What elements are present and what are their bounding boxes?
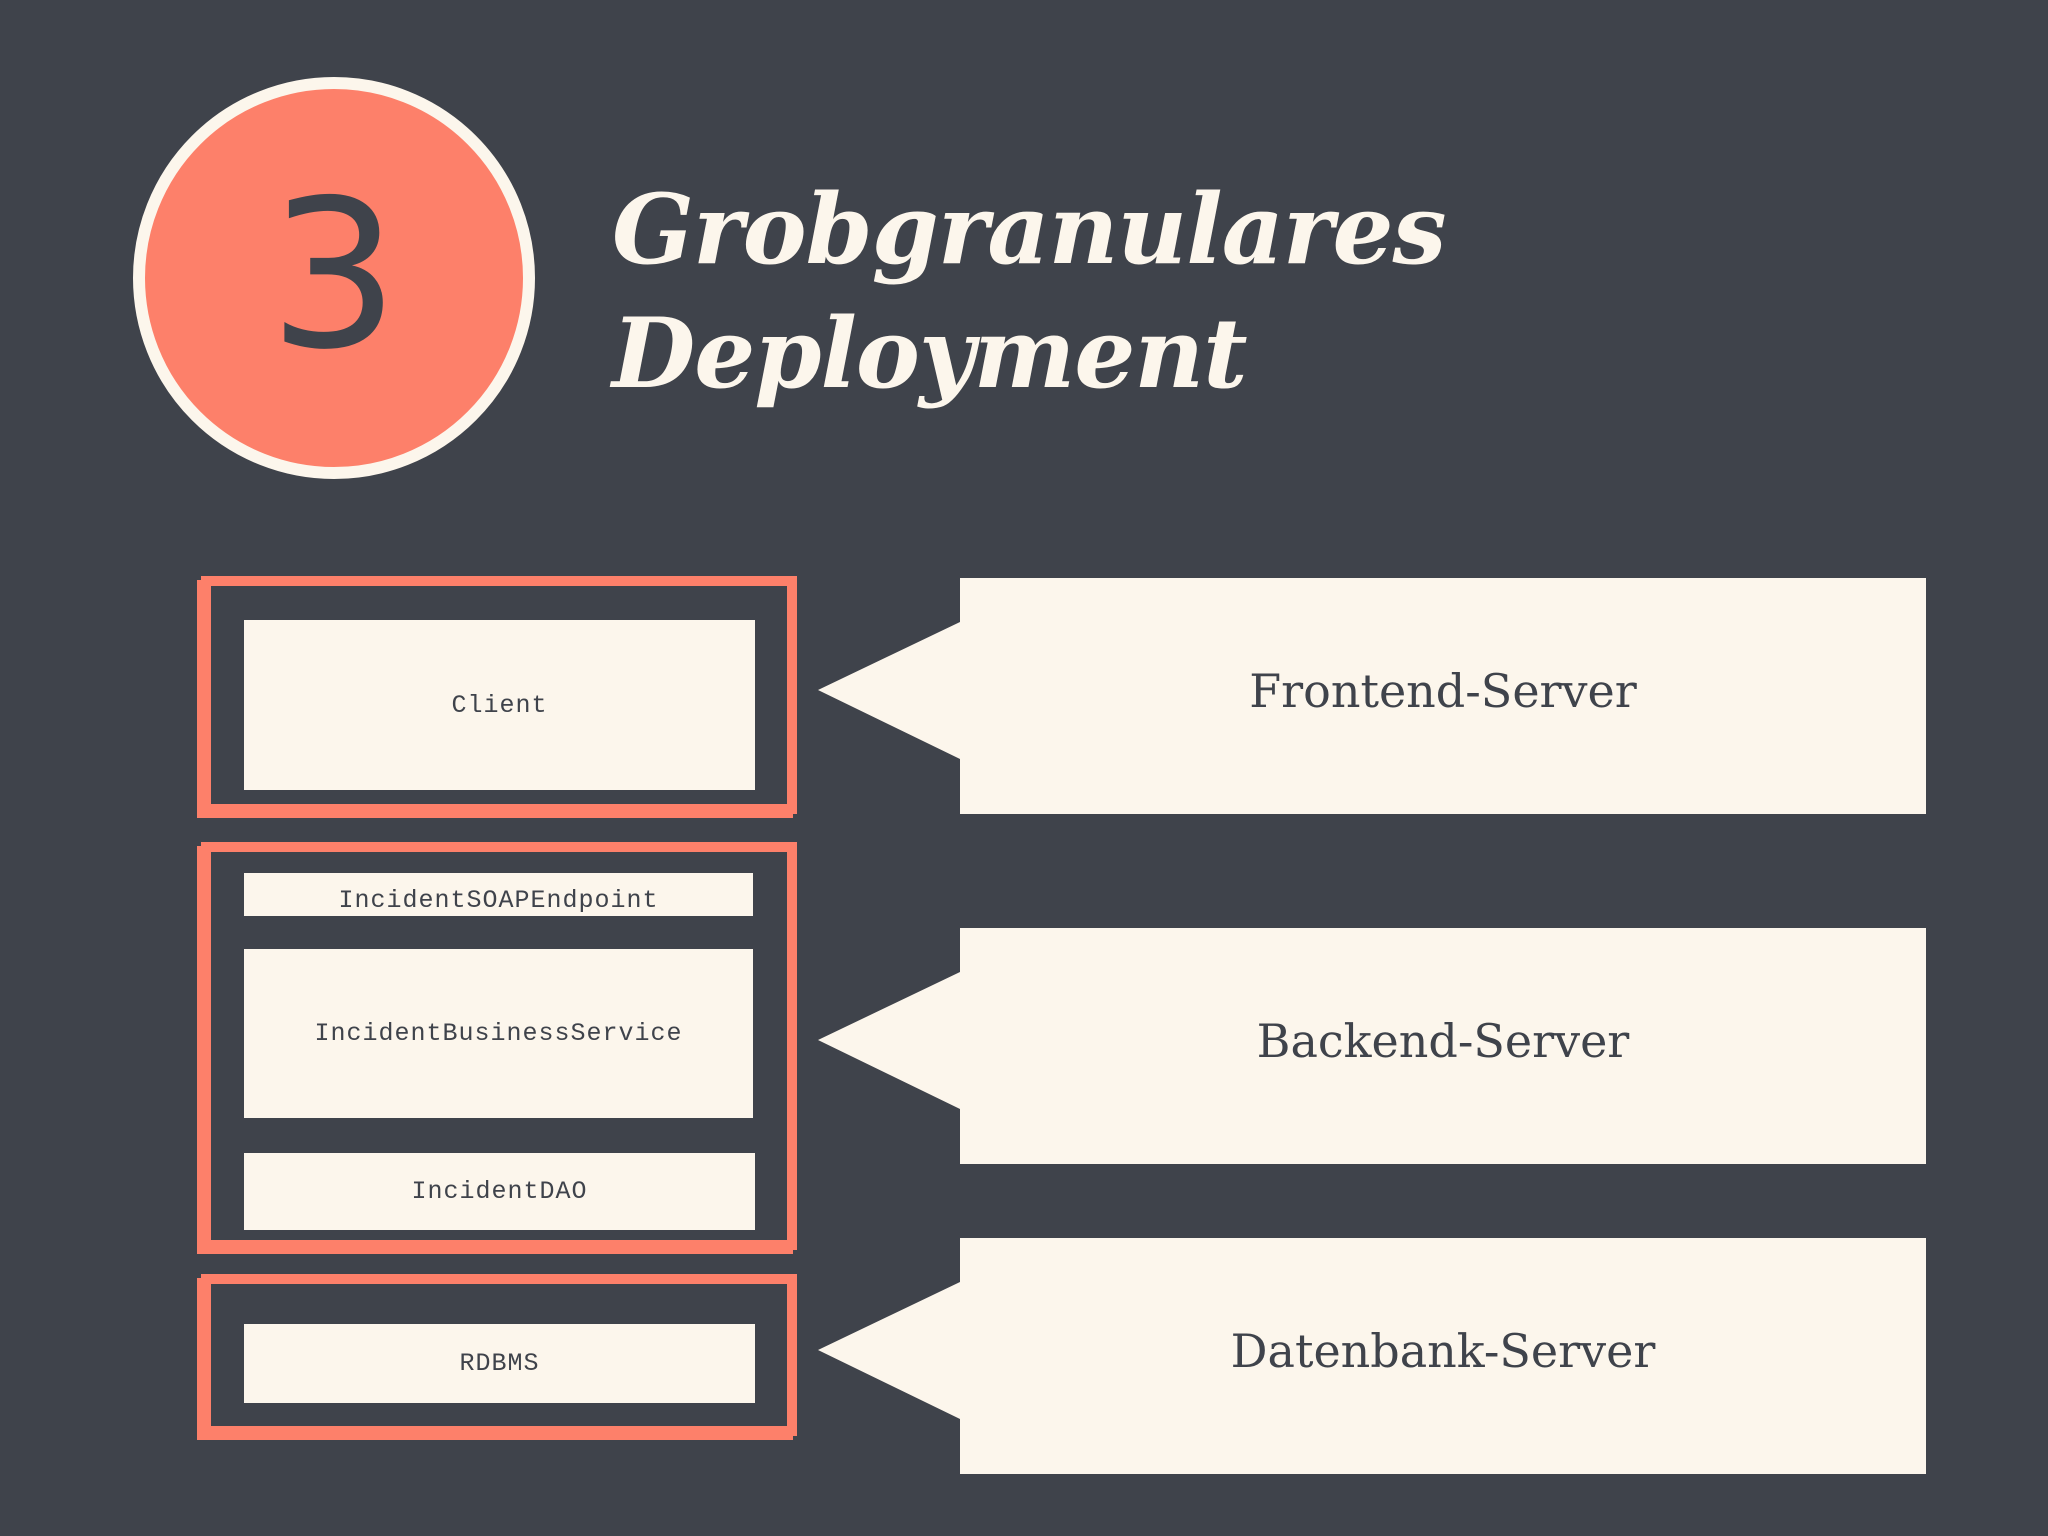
backend-server-group: IncidentSOAPEndpoint IncidentBusinessSer… [201, 842, 797, 1250]
backend-server-callout [818, 928, 1926, 1164]
frontend-server-group: Client [201, 576, 797, 814]
component-rdbms: RDBMS [244, 1324, 755, 1403]
frontend-server-label: Frontend-Server [1249, 664, 1637, 718]
component-incident-soap-endpoint: IncidentSOAPEndpoint [244, 873, 753, 916]
database-server-label: Datenbank-Server [1230, 1324, 1656, 1378]
slide-title-line-2: Deployment [612, 297, 1248, 410]
step-number: 3 [268, 156, 400, 395]
component-incident-dao: IncidentDAO [244, 1153, 755, 1230]
backend-server-label: Backend-Server [1256, 1014, 1630, 1068]
component-client: Client [244, 620, 755, 790]
slide-title-line-1: Grobgranulares [612, 173, 1447, 286]
database-server-callout [818, 1238, 1926, 1474]
frontend-server-callout [818, 578, 1926, 814]
slide-title: Grobgranulares Deployment [612, 168, 1447, 416]
component-incident-business-service: IncidentBusinessService [244, 949, 753, 1118]
database-server-group: RDBMS [201, 1274, 797, 1436]
